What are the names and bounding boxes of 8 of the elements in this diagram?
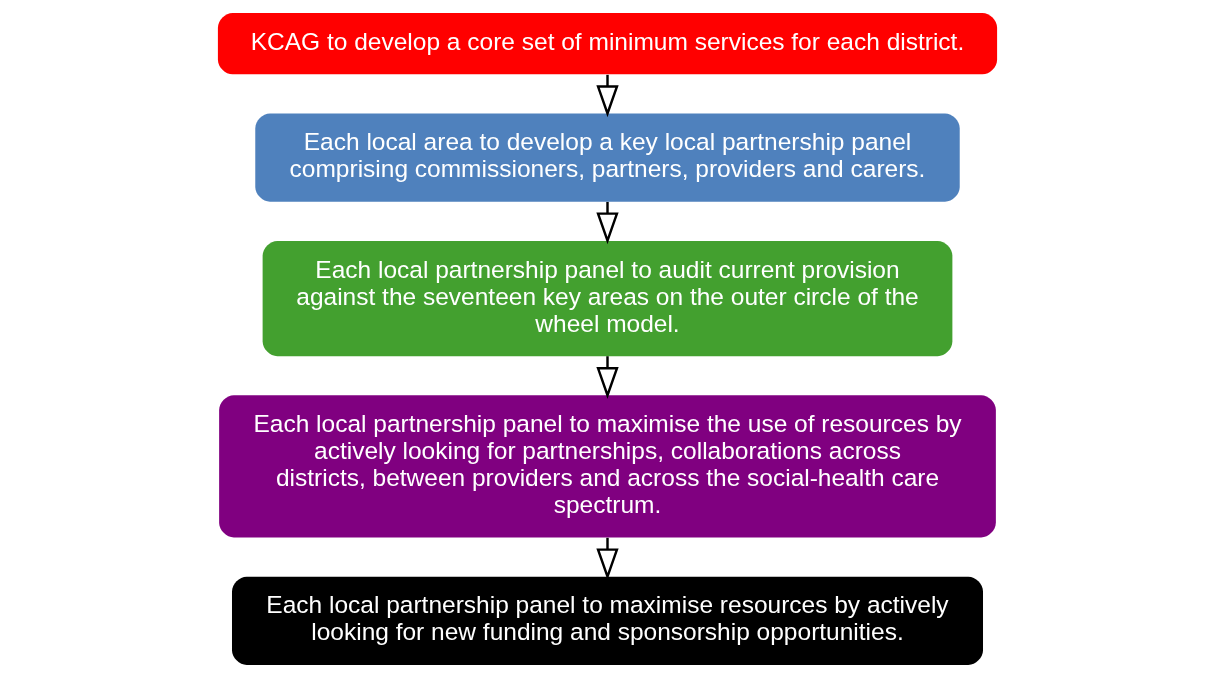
arrow bbox=[595, 74, 619, 118]
node-box: Each local partnership panel to maximise the use of resources by actively looking for partnerships, collaborations across districts, between providers and across the social-health care spectrum. bbox=[218, 395, 996, 538]
node-box: Each local partnership panel to maximise resources by actively looking for new funding and sponsorship opportunities. bbox=[231, 576, 983, 665]
node-box: Each local partnership panel to audit current provision against the seventeen key areas on the outer circle of the wheel model. bbox=[262, 241, 952, 357]
node-box: Each local area to develop a key local partnership panel comprising commissioners, partners, providers and carers. bbox=[254, 113, 960, 202]
node-box: KCAG to develop a core set of minimum services for each district. bbox=[217, 13, 997, 75]
arrow bbox=[595, 356, 619, 399]
arrow bbox=[595, 201, 619, 245]
